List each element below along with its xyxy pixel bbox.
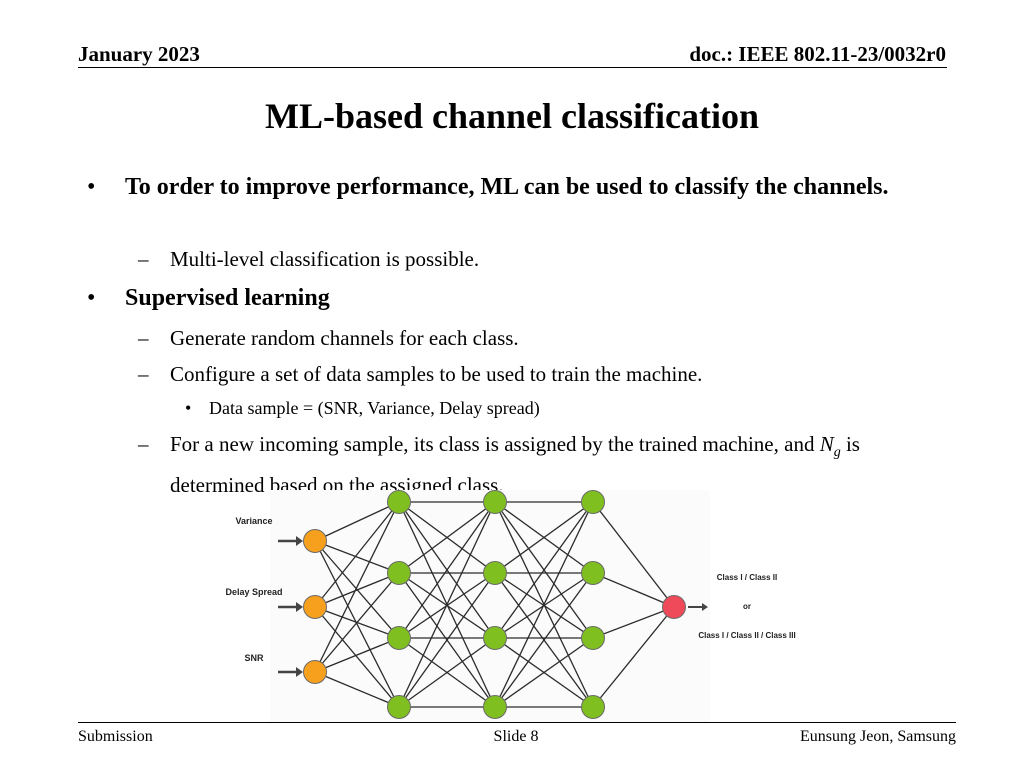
header-date: January 2023 xyxy=(78,42,200,66)
bullet-2-text: Supervised learning xyxy=(125,285,330,311)
footer-submission: Submission xyxy=(78,728,153,745)
nn-edge xyxy=(592,572,675,608)
hidden-node xyxy=(387,695,411,719)
bullet-2-sub-2: – Configure a set of data samples to be … xyxy=(138,358,950,390)
input-label-delay-spread: Delay Spread xyxy=(225,587,282,597)
header-doc-id: doc.: IEEE 802.11-23/0032r0 xyxy=(689,42,946,66)
ng-subscript: g xyxy=(833,445,841,461)
nn-edge xyxy=(494,501,594,639)
nn-edge xyxy=(314,572,400,608)
ng-variable: N xyxy=(819,432,834,456)
nn-edge xyxy=(314,637,400,673)
bullet-dot: • xyxy=(87,285,96,311)
bullet-dot: • xyxy=(87,174,96,200)
input-label-snr: SNR xyxy=(244,653,264,663)
input-node xyxy=(303,660,327,684)
nn-input-arrows xyxy=(278,536,708,677)
nn-edge xyxy=(398,501,496,639)
hidden-node xyxy=(581,490,605,514)
hidden-node xyxy=(387,490,411,514)
bullet-2-sub-2-text: Configure a set of data samples to be us… xyxy=(170,362,703,386)
nn-edges xyxy=(314,501,675,708)
output-label-ternary: Class I / Class II / Class III xyxy=(698,631,795,640)
hidden-node xyxy=(483,695,507,719)
hidden-node xyxy=(387,561,411,585)
footer-slide-number: Slide 8 xyxy=(493,728,539,745)
nn-edge xyxy=(494,572,594,708)
bullet-dot: • xyxy=(185,398,192,418)
dash-marker: – xyxy=(138,432,149,456)
nn-edge xyxy=(314,501,400,542)
output-label-or: or xyxy=(743,602,751,611)
bullet-2: • Supervised learning xyxy=(87,282,945,314)
input-labels-layer: Variance Delay Spread SNR xyxy=(225,516,282,663)
nn-edge xyxy=(398,501,496,574)
output-arrow-head xyxy=(702,603,708,611)
slide-title: ML-based channel classification xyxy=(264,96,759,136)
bullet-1-sub-1: – Multi-level classification is possible… xyxy=(138,243,950,275)
nn-edge xyxy=(314,572,400,673)
bullet-2-sub-1: – Generate random channels for each clas… xyxy=(138,322,950,354)
nn-edge xyxy=(494,501,594,708)
nn-nodes xyxy=(303,490,686,719)
nn-edge xyxy=(314,671,400,708)
nn-edge xyxy=(592,501,675,608)
dash-marker: – xyxy=(138,247,149,271)
bullet-1-text: To order to improve performance, ML can … xyxy=(125,174,889,200)
hidden-node xyxy=(387,626,411,650)
neural-network-diagram xyxy=(270,490,710,722)
input-arrow-head xyxy=(296,667,303,677)
output-labels-layer: Class I / Class II or Class I / Class II… xyxy=(698,573,795,640)
nn-edge xyxy=(314,501,400,608)
output-label-binary: Class I / Class II xyxy=(717,573,777,582)
nn-edge xyxy=(592,606,675,708)
output-node xyxy=(662,595,686,619)
hidden-node xyxy=(581,695,605,719)
nn-edge xyxy=(314,540,400,574)
footer-divider xyxy=(78,722,956,723)
nn-edge xyxy=(494,501,594,574)
header-divider xyxy=(78,67,947,68)
bullet-2-sub-2-item: • Data sample = (SNR, Variance, Delay sp… xyxy=(185,396,909,420)
bullet-1-sub-1-text: Multi-level classification is possible. xyxy=(170,247,480,271)
bullet-1: • To order to improve performance, ML ca… xyxy=(87,171,945,203)
footer-author: Eunsung Jeon, Samsung xyxy=(800,728,956,745)
input-node xyxy=(303,595,327,619)
bullet-2-sub-3-text-a: For a new incoming sample, its class is … xyxy=(170,432,820,456)
input-arrow-head xyxy=(296,536,303,546)
bullet-2-sub-1-text: Generate random channels for each class. xyxy=(170,326,519,350)
dash-marker: – xyxy=(138,362,149,386)
hidden-node xyxy=(483,626,507,650)
nn-edge xyxy=(314,606,400,708)
hidden-node xyxy=(581,626,605,650)
nn-edge xyxy=(314,501,400,673)
nn-edge xyxy=(398,637,496,708)
input-node xyxy=(303,529,327,553)
data-sample-text: Data sample = (SNR, Variance, Delay spre… xyxy=(209,398,540,418)
hidden-node xyxy=(483,490,507,514)
nn-edge xyxy=(494,637,594,708)
hidden-node xyxy=(581,561,605,585)
input-label-variance: Variance xyxy=(235,516,272,526)
nn-edge xyxy=(314,540,400,708)
input-arrow-head xyxy=(296,602,303,612)
nn-edge xyxy=(398,501,496,708)
nn-edge xyxy=(398,572,496,708)
nn-edge xyxy=(592,606,675,639)
dash-marker: – xyxy=(138,326,149,350)
hidden-node xyxy=(483,561,507,585)
